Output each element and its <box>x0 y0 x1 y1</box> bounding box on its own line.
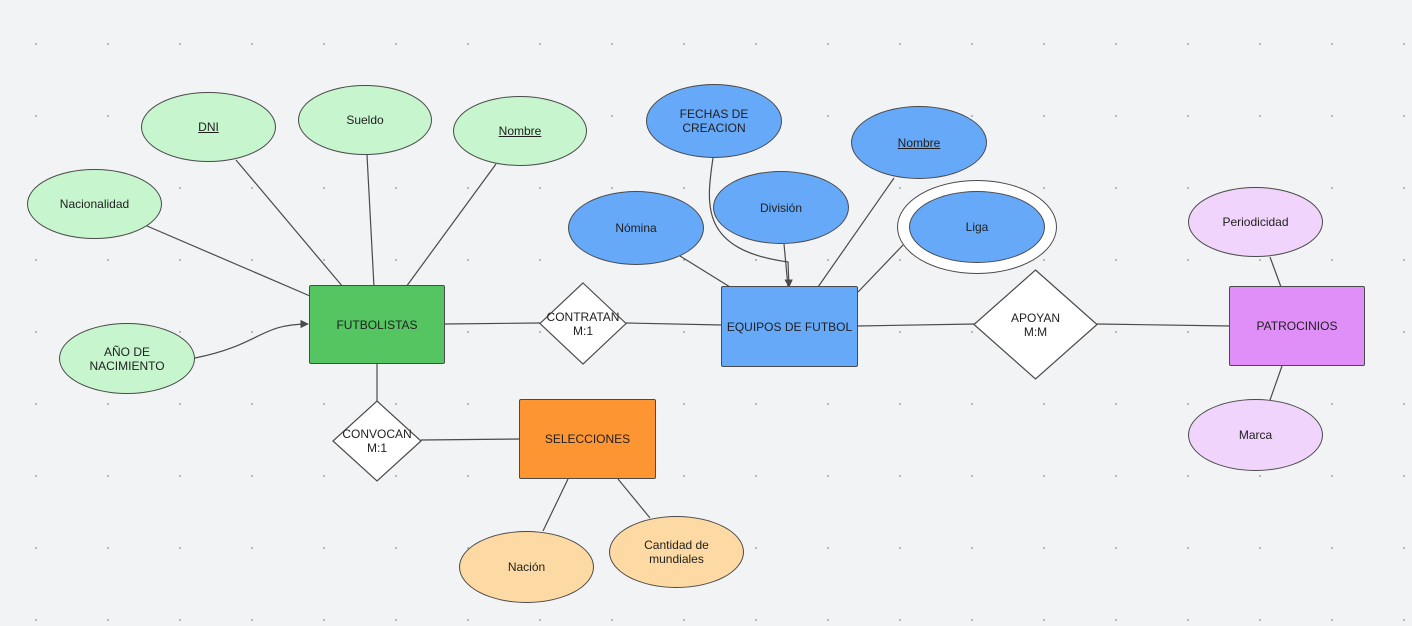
connector-ano-futbolistas[interactable] <box>194 319 309 359</box>
attr-nacion-label: Nación <box>507 560 546 574</box>
connector-convocan-selecciones[interactable] <box>420 438 521 441</box>
attr-dni[interactable]: DNI <box>141 92 276 162</box>
connector-fechas-equipos[interactable] <box>708 157 793 288</box>
connector-dni-futbolistas[interactable] <box>235 159 344 288</box>
attr-cantidad-mundiales-label: Cantidad de mundiales <box>644 538 709 566</box>
connector-nacion-selecciones[interactable] <box>542 478 569 532</box>
connector-periodicidad-patrocinios[interactable] <box>1269 256 1282 288</box>
attr-periodicidad-label: Periodicidad <box>1222 215 1289 229</box>
attr-marca-label: Marca <box>1238 428 1273 442</box>
connector-nomina-equipos[interactable] <box>679 255 731 288</box>
relationship-apoyan-shape <box>973 269 1098 380</box>
relationship-apoyan[interactable]: APOYAN M:M <box>973 269 1098 380</box>
attr-ano-nacimiento[interactable]: AÑO DE NACIMIENTO <box>59 323 195 394</box>
connector-nombre-equipos[interactable] <box>817 177 895 288</box>
attr-nombre-futbolista-label: Nombre <box>498 124 542 138</box>
attr-periodicidad[interactable]: Periodicidad <box>1188 187 1323 257</box>
entity-equipos-label: EQUIPOS DE FUTBOL <box>726 319 853 334</box>
attr-dni-label: DNI <box>198 120 219 134</box>
connector-nombre-futbolistas[interactable] <box>405 163 497 288</box>
connector-apoyan-patrocinios[interactable] <box>1096 323 1231 327</box>
attr-sueldo[interactable]: Sueldo <box>298 85 432 155</box>
connector-sueldo-futbolistas[interactable] <box>366 154 375 288</box>
connector-division-equipos[interactable] <box>783 243 789 288</box>
connector-contratan-equipos[interactable] <box>625 322 723 326</box>
attr-marca[interactable]: Marca <box>1188 399 1323 471</box>
entity-futbolistas[interactable]: FUTBOLISTAS <box>309 285 445 364</box>
relationship-convocan-shape <box>332 400 422 482</box>
entity-selecciones[interactable]: SELECCIONES <box>519 399 656 479</box>
attr-nombre-futbolista[interactable]: Nombre <box>453 96 587 166</box>
attr-nomina-label: Nómina <box>615 221 657 235</box>
attr-fechas-creacion-label: FECHAS DE CREACION <box>679 107 749 135</box>
relationship-contratan[interactable]: CONTRATAN M:1 <box>539 282 627 365</box>
attr-nacionalidad-label: Nacionalidad <box>59 197 130 211</box>
attr-nombre-equipo[interactable]: Nombre <box>851 106 987 179</box>
attr-nomina[interactable]: Nómina <box>568 191 704 265</box>
connector-cantidad-selecciones[interactable] <box>617 478 651 519</box>
attr-ano-nacimiento-label: AÑO DE NACIMIENTO <box>89 344 165 373</box>
connector-nacionalidad-futbolistas[interactable] <box>146 225 311 297</box>
relationship-apoyan-label: APOYAN M:M <box>1010 310 1061 339</box>
entity-futbolistas-label: FUTBOLISTAS <box>336 317 418 332</box>
connector-marca-patrocinios[interactable] <box>1269 365 1283 401</box>
attr-cantidad-mundiales[interactable]: Cantidad de mundiales <box>609 516 744 588</box>
attr-sueldo-label: Sueldo <box>346 113 384 127</box>
attr-liga-outer[interactable]: Liga <box>897 180 1057 274</box>
entity-patrocinios-label: PATROCINIOS <box>1256 319 1338 333</box>
entity-patrocinios[interactable]: PATROCINIOS <box>1229 286 1365 366</box>
attr-nacionalidad[interactable]: Nacionalidad <box>27 169 162 239</box>
attr-division-label: División <box>759 200 802 215</box>
relationship-contratan-label: CONTRATAN M:1 <box>546 309 620 338</box>
attr-fechas-creacion[interactable]: FECHAS DE CREACION <box>646 84 782 158</box>
connector-equipos-apoyan[interactable] <box>856 323 976 327</box>
attr-liga-label: Liga <box>965 220 989 234</box>
relationship-contratan-shape <box>539 282 627 365</box>
connector-futbolistas-contratan[interactable] <box>443 322 541 325</box>
relationship-convocan-label: CONVOCAN M:1 <box>342 427 412 455</box>
attr-liga[interactable]: Liga <box>909 191 1045 263</box>
connector-liga-equipos[interactable] <box>857 244 904 293</box>
attr-nacion[interactable]: Nación <box>459 531 594 603</box>
attr-division[interactable]: División <box>713 171 849 244</box>
entity-selecciones-label: SELECCIONES <box>544 432 631 446</box>
relationship-convocan[interactable]: CONVOCAN M:1 <box>332 400 422 482</box>
entity-equipos-de-futbol[interactable]: EQUIPOS DE FUTBOL <box>721 286 858 367</box>
attr-nombre-equipo-label: Nombre <box>897 135 941 150</box>
